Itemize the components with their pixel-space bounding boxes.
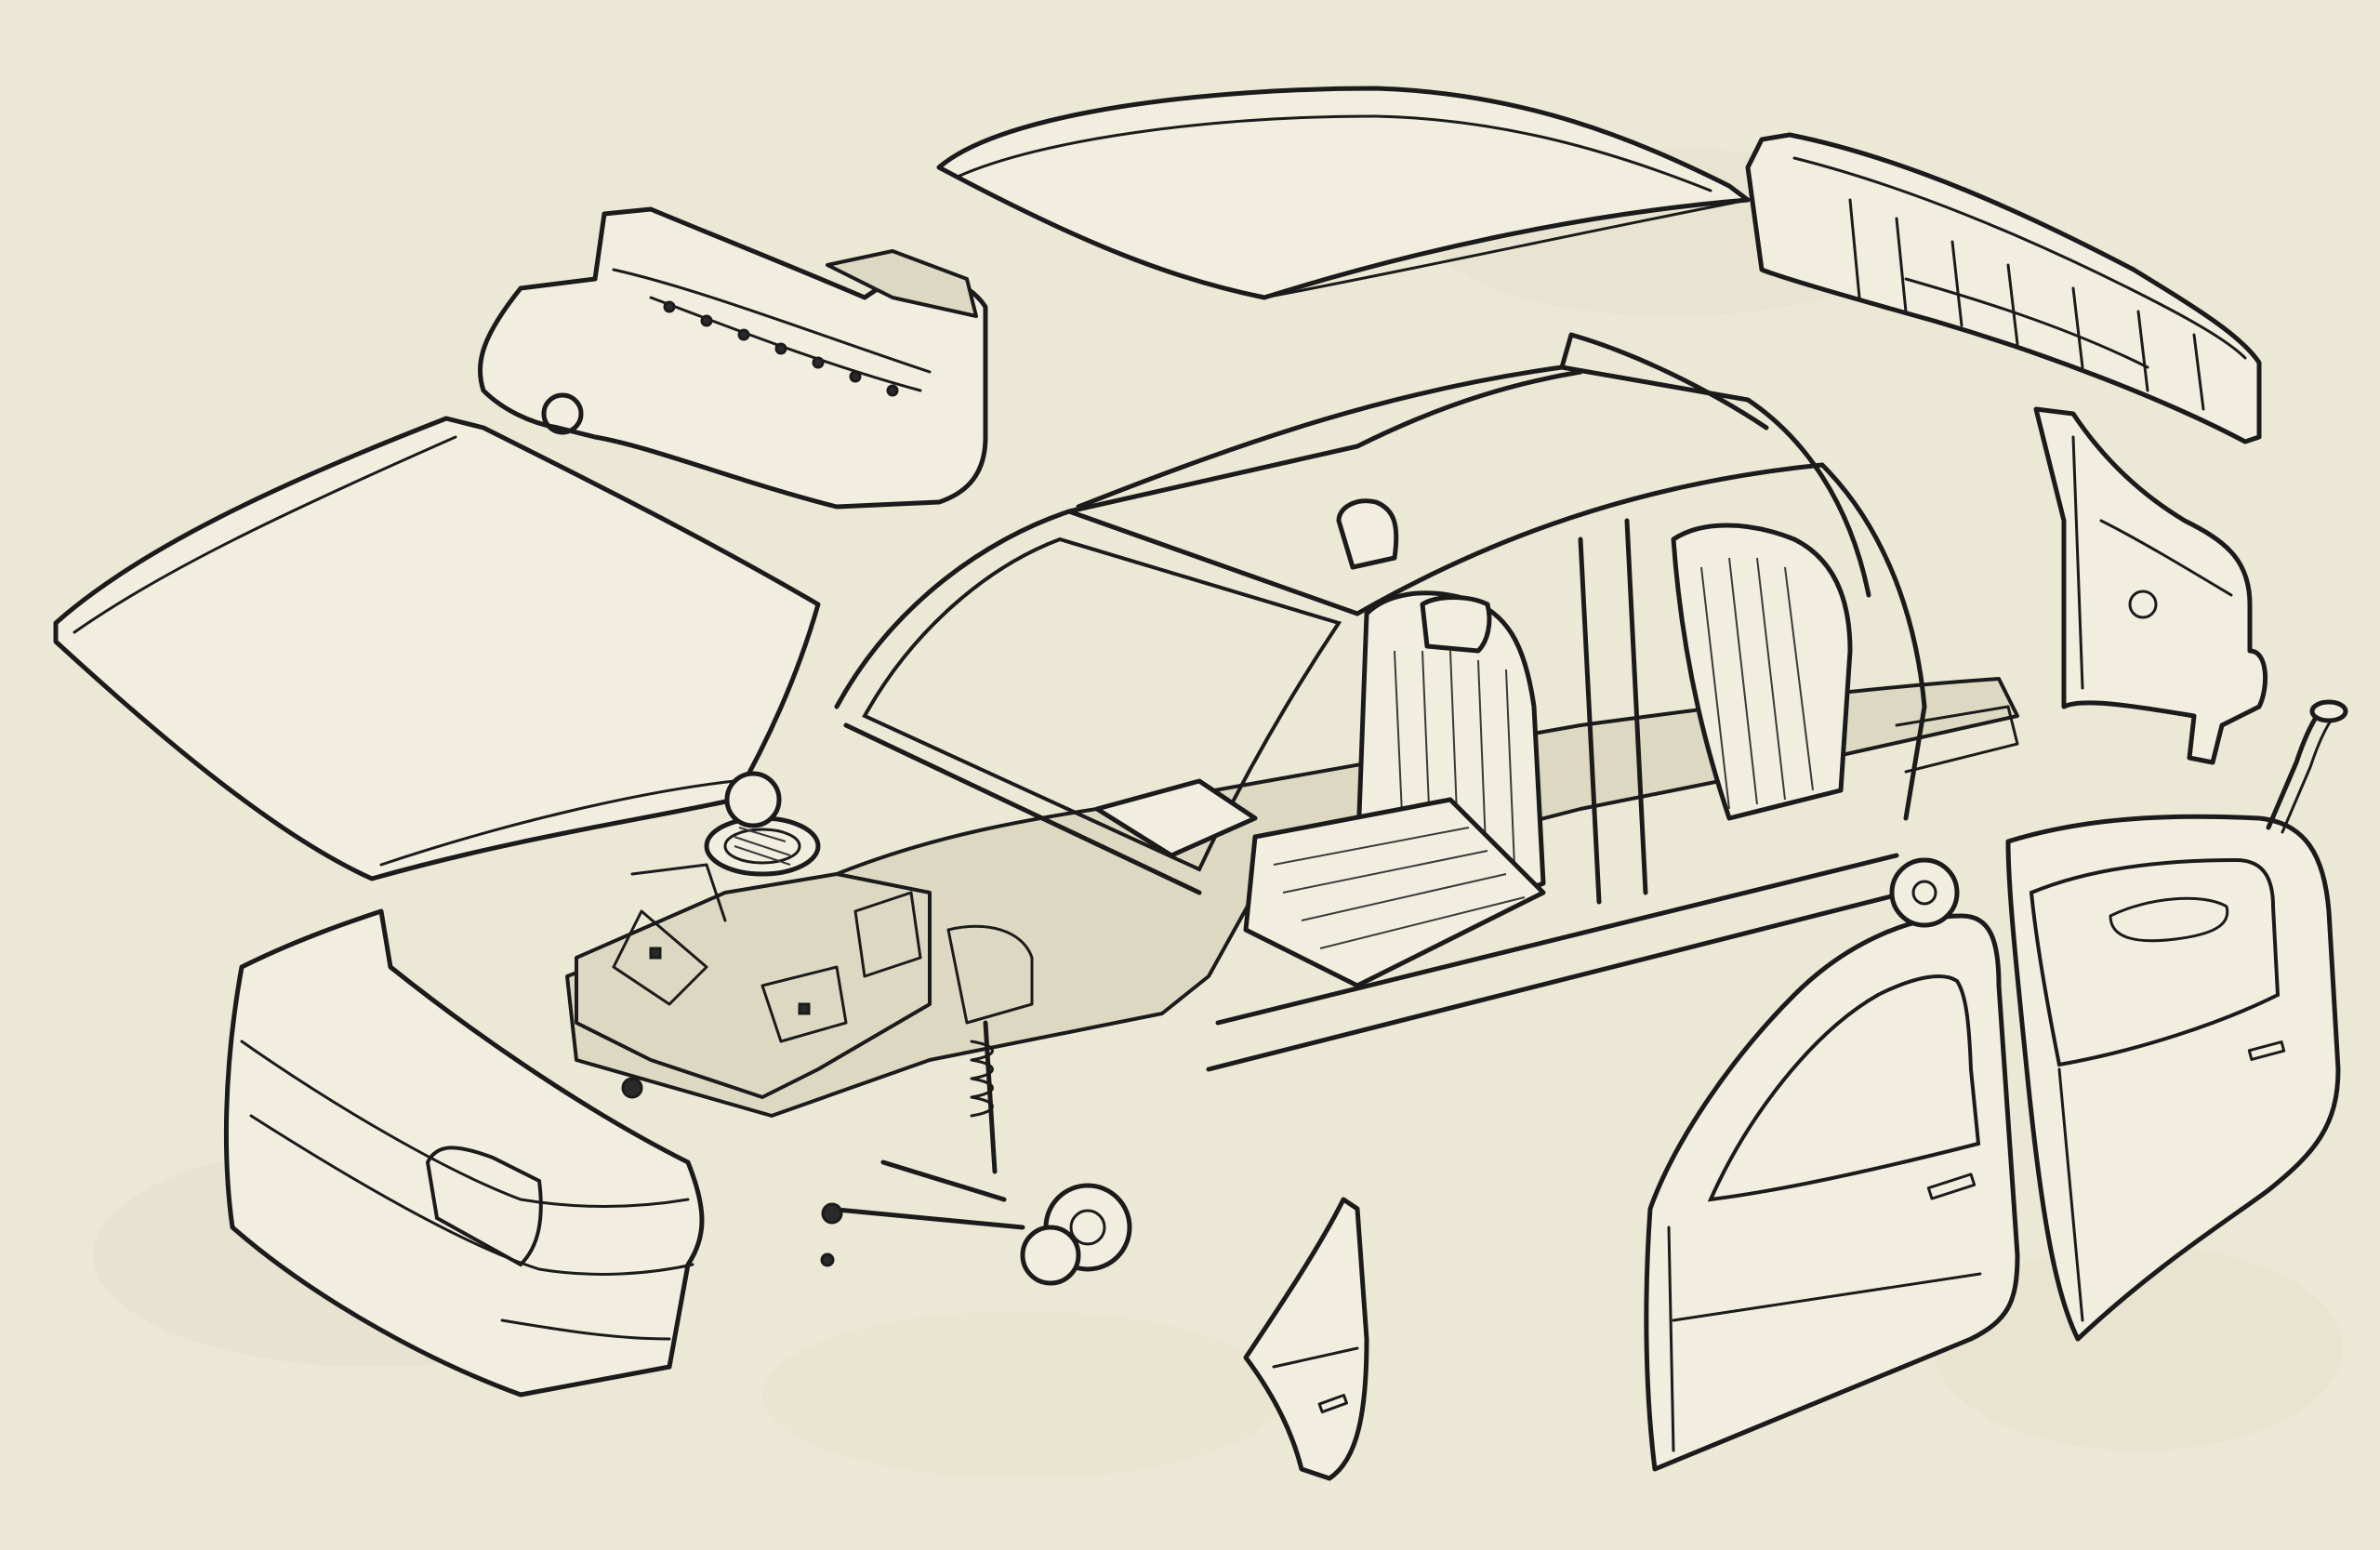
- tailgate: [1745, 132, 2262, 444]
- bonnet: [53, 416, 821, 881]
- body-shell: [565, 332, 2019, 1118]
- front-suspension: [621, 1020, 1132, 1286]
- roof-panel: [936, 86, 1751, 300]
- front-bumper: [223, 908, 705, 1398]
- cowl-holes: [663, 300, 899, 397]
- engine-assembly: [575, 771, 1034, 1099]
- front-door: [1644, 913, 2020, 1472]
- rear-hub-and-exhaust: [1889, 699, 2348, 928]
- rear-door: [2005, 814, 2341, 1342]
- rear-quarter-panel: [2033, 406, 2268, 765]
- front-cowl-panel: [477, 206, 988, 510]
- front-wing: [1243, 1197, 1369, 1481]
- seats: [1094, 498, 1853, 988]
